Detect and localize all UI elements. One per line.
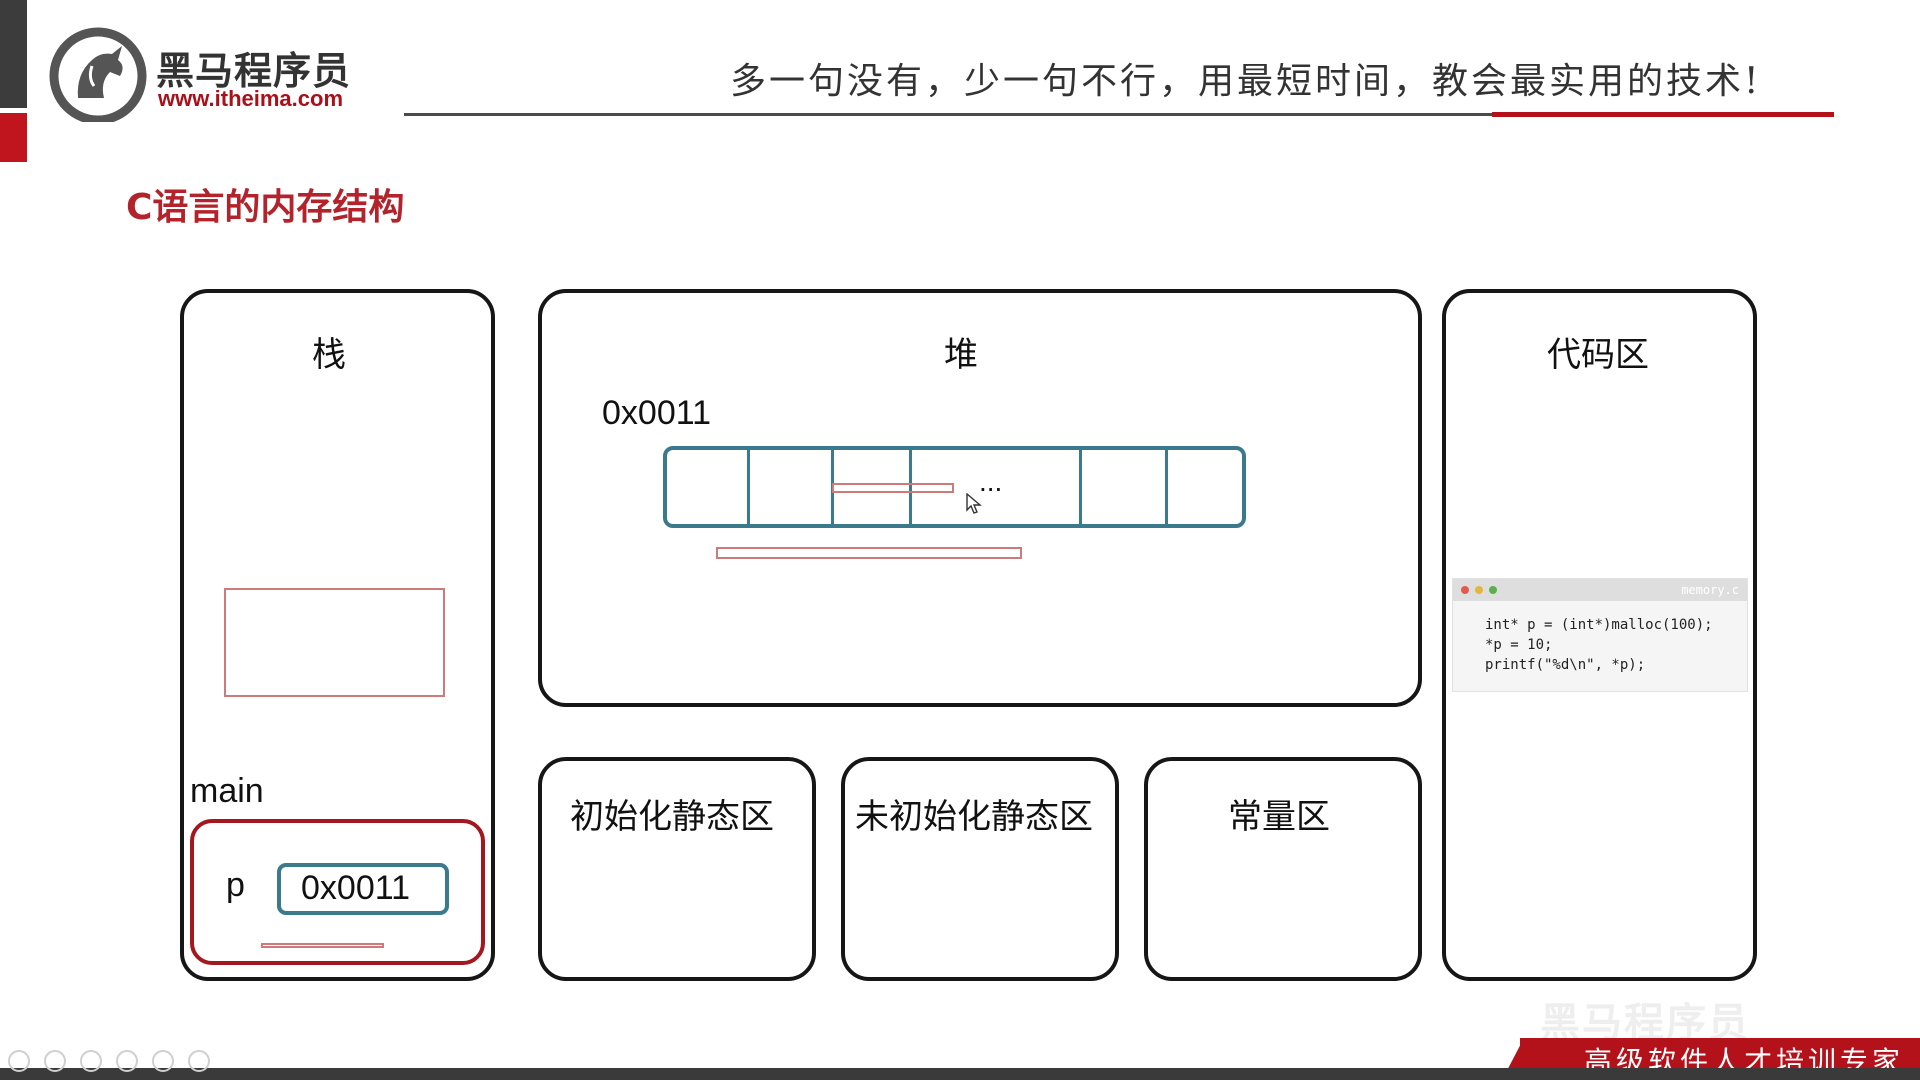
stack-label: 栈 [312,335,346,375]
page-title: C语言的内存结构 [126,187,405,228]
heap-cell-divider [1165,450,1168,524]
mouse-cursor-icon [966,493,982,514]
edge-accent-dark [0,0,27,108]
code-label: 代码区 [1547,335,1649,375]
code-window-titlebar: memory.c [1453,579,1747,601]
code-line: printf("%d\n", *p); [1485,657,1646,673]
maximize-dot-icon [1489,586,1497,594]
logo-url: www.itheima.com [158,86,344,111]
minimize-dot-icon [1475,586,1483,594]
footer-bar [0,1068,1920,1080]
heap-cell-divider [909,450,912,524]
heap-ellipsis: ... [979,466,1003,497]
header-divider [404,113,1834,116]
heap-address-label: 0x0011 [602,394,712,432]
variable-p-underline [261,943,384,948]
uninit-static-region: 未初始化静态区 [841,757,1119,981]
code-line: int* p = (int*)malloc(100); [1485,617,1713,633]
header-slogan: 多一句没有，少一句不行，用最短时间，教会最实用的技术! [730,61,1762,102]
heap-cell-divider [1079,450,1082,524]
heap-memory-block: ... [663,446,1246,528]
variable-p-value: 0x0011 [301,869,411,907]
edit-control-icon[interactable] [80,1050,102,1072]
logo-name: 黑马程序员 [156,49,352,93]
init-static-region: 初始化静态区 [538,757,816,981]
zoom-control-icon[interactable] [152,1050,174,1072]
constant-label: 常量区 [1228,797,1330,837]
code-snippet-window: memory.c int* p = (int*)malloc(100); *p … [1452,578,1748,692]
main-frame-label: main [190,772,264,810]
variable-p-label: p [226,866,245,904]
heap-label: 堆 [944,335,978,375]
stack-annotation-box [224,588,445,697]
heap-annotation-small [832,483,954,493]
horse-logo-icon [49,27,147,122]
init-static-label: 初始化静态区 [570,797,774,837]
more-control-icon[interactable] [188,1050,210,1072]
page-control-icon[interactable] [116,1050,138,1072]
variable-p-box: 0x0011 [277,863,449,915]
code-file-name: memory.c [1681,583,1739,597]
play-control-icon[interactable] [44,1050,66,1072]
close-dot-icon [1461,586,1469,594]
prev-control-icon[interactable] [8,1050,30,1072]
heap-cell-divider [747,450,750,524]
edge-accent-red [0,113,27,162]
main-stack-frame [190,819,485,965]
heap-region: 堆 [538,289,1422,707]
header-divider-accent [1492,112,1834,117]
heap-annotation-underline [716,547,1022,559]
code-line: *p = 10; [1485,637,1553,653]
uninit-static-label: 未初始化静态区 [855,797,1093,837]
constant-region: 常量区 [1144,757,1422,981]
